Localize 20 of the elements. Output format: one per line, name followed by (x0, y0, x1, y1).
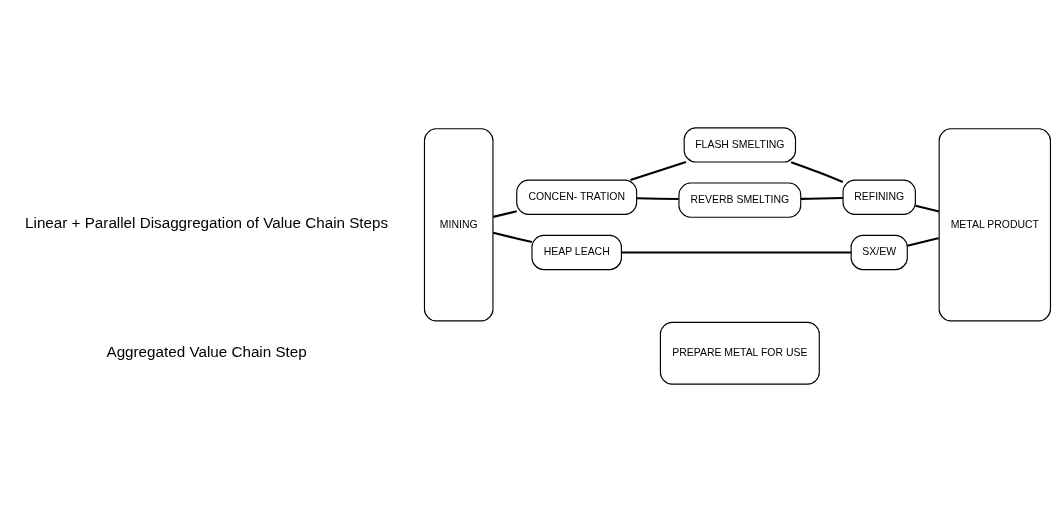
node-box: REFINING (842, 179, 916, 215)
connector (621, 251, 852, 254)
label: Linear + Parallel Disaggregation of Value Chain Steps (25, 214, 389, 232)
connector (636, 197, 679, 201)
connector (790, 161, 844, 183)
node-box: PREPARE METAL FOR USE (659, 321, 820, 385)
node-box: METAL PRODUCT (938, 128, 1052, 322)
node-box: FLASH SMELTING (683, 127, 797, 163)
connector (630, 161, 687, 182)
node-box: MINING (423, 128, 494, 322)
connector (915, 204, 940, 213)
label: Aggregated Value Chain Step (106, 342, 307, 360)
node-box: REVERB SMELTING (678, 182, 802, 218)
connector (493, 231, 533, 244)
connector (493, 210, 517, 218)
node-box: SX/EW (850, 234, 908, 271)
node-box: HEAP LEACH (531, 234, 622, 271)
connector (801, 196, 843, 200)
node-box: CONCEN- TRATION (516, 179, 638, 215)
connector (907, 237, 939, 247)
